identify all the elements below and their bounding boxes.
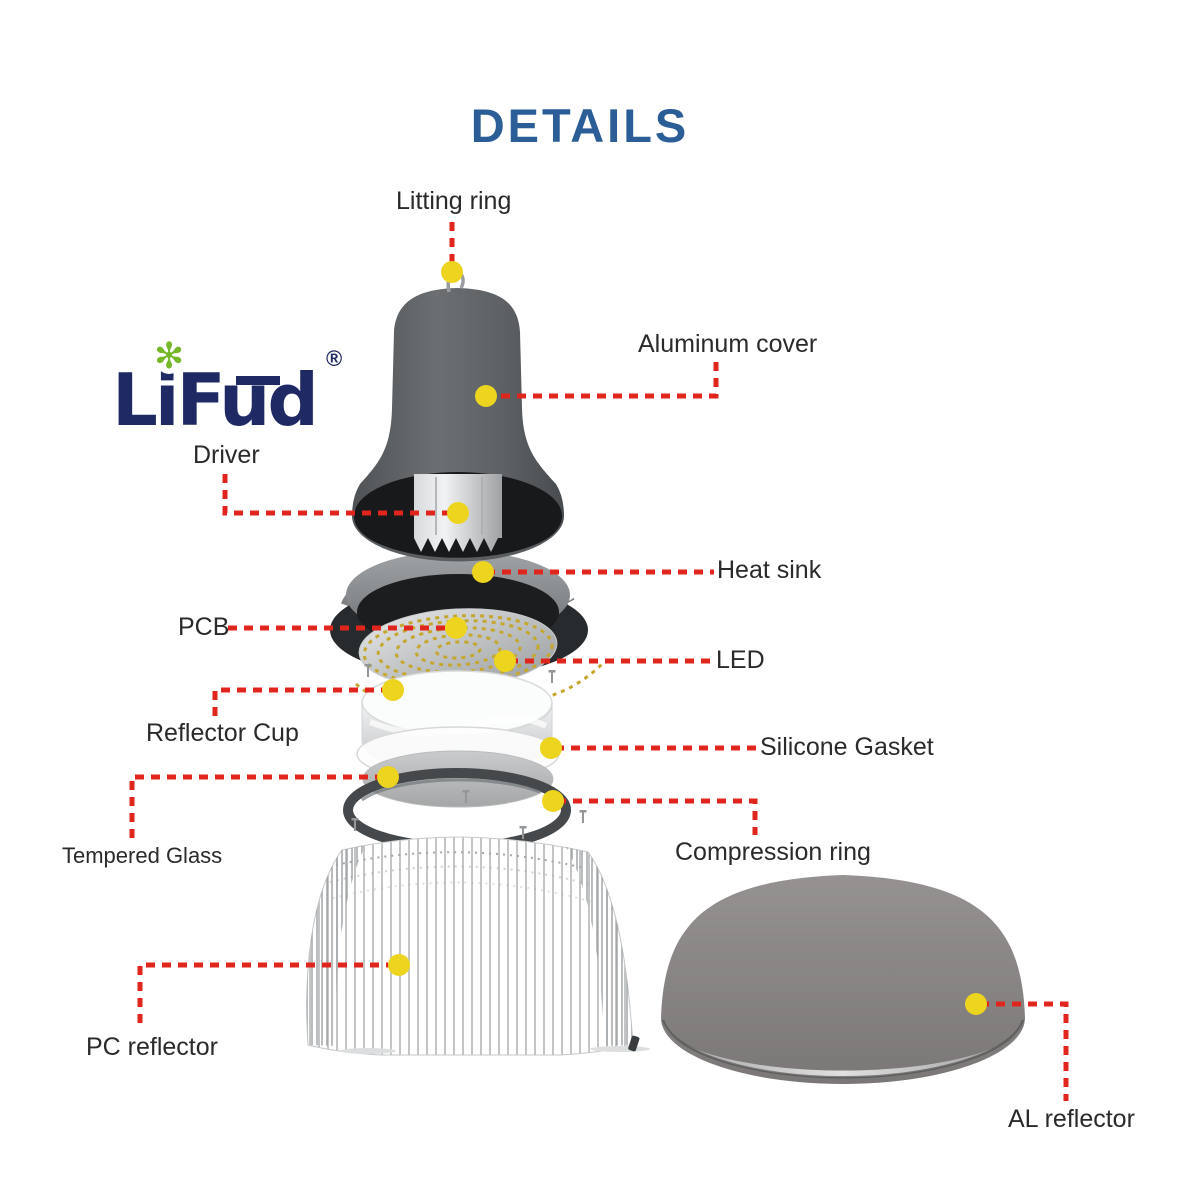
dot-al-reflector <box>965 993 987 1015</box>
label-litting-ring: Litting ring <box>396 187 512 215</box>
dot-pcb <box>445 617 467 639</box>
callout-reflector-cup <box>212 687 390 717</box>
label-heat-sink: Heat sink <box>717 556 822 584</box>
callout-compression-ring <box>557 798 758 835</box>
label-aluminum-cover: Aluminum cover <box>638 330 818 358</box>
screws-lower <box>351 790 587 839</box>
dot-silicone-gasket <box>540 737 562 759</box>
dot-aluminum-cover <box>475 385 497 407</box>
pc-reflector <box>306 836 650 1056</box>
label-silicone-gasket: Silicone Gasket <box>760 733 934 761</box>
logo-flower-icon: ✻ <box>154 335 185 376</box>
label-pcb: PCB <box>178 613 230 641</box>
page-title: DETAILS <box>470 99 690 152</box>
label-tempered-glass: Tempered Glass <box>62 843 223 868</box>
label-al-reflector: AL reflector <box>1008 1105 1135 1133</box>
logo-text: LiFud <box>112 358 319 442</box>
registered-mark-icon: ® <box>326 346 343 371</box>
label-reflector-cup: Reflector Cup <box>146 719 299 747</box>
dot-pc-reflector <box>388 954 410 976</box>
dot-compression-ring <box>542 790 564 812</box>
dot-led <box>494 650 516 672</box>
logo-u-bar <box>236 376 280 385</box>
label-compression-ring: Compression ring <box>675 838 871 866</box>
dot-litting-ring <box>441 261 463 283</box>
callout-al-reflector <box>980 1001 1069 1101</box>
lifud-logo: LiFud ✻ ® <box>112 338 362 446</box>
callout-aluminum-cover <box>489 362 719 399</box>
callout-driver <box>222 474 454 516</box>
dot-tempered-glass <box>377 766 399 788</box>
dot-heat-sink <box>472 561 494 583</box>
al-reflector <box>661 875 1025 1084</box>
callout-lines <box>129 222 1069 1101</box>
dot-reflector-cup <box>382 679 404 701</box>
callout-tempered-glass <box>129 774 384 840</box>
callout-dots <box>377 261 987 1015</box>
label-led: LED <box>716 646 765 674</box>
dot-driver <box>447 502 469 524</box>
callout-pc-reflector <box>137 962 395 1030</box>
label-driver: Driver <box>193 441 260 469</box>
label-pc-reflector: PC reflector <box>86 1033 218 1061</box>
